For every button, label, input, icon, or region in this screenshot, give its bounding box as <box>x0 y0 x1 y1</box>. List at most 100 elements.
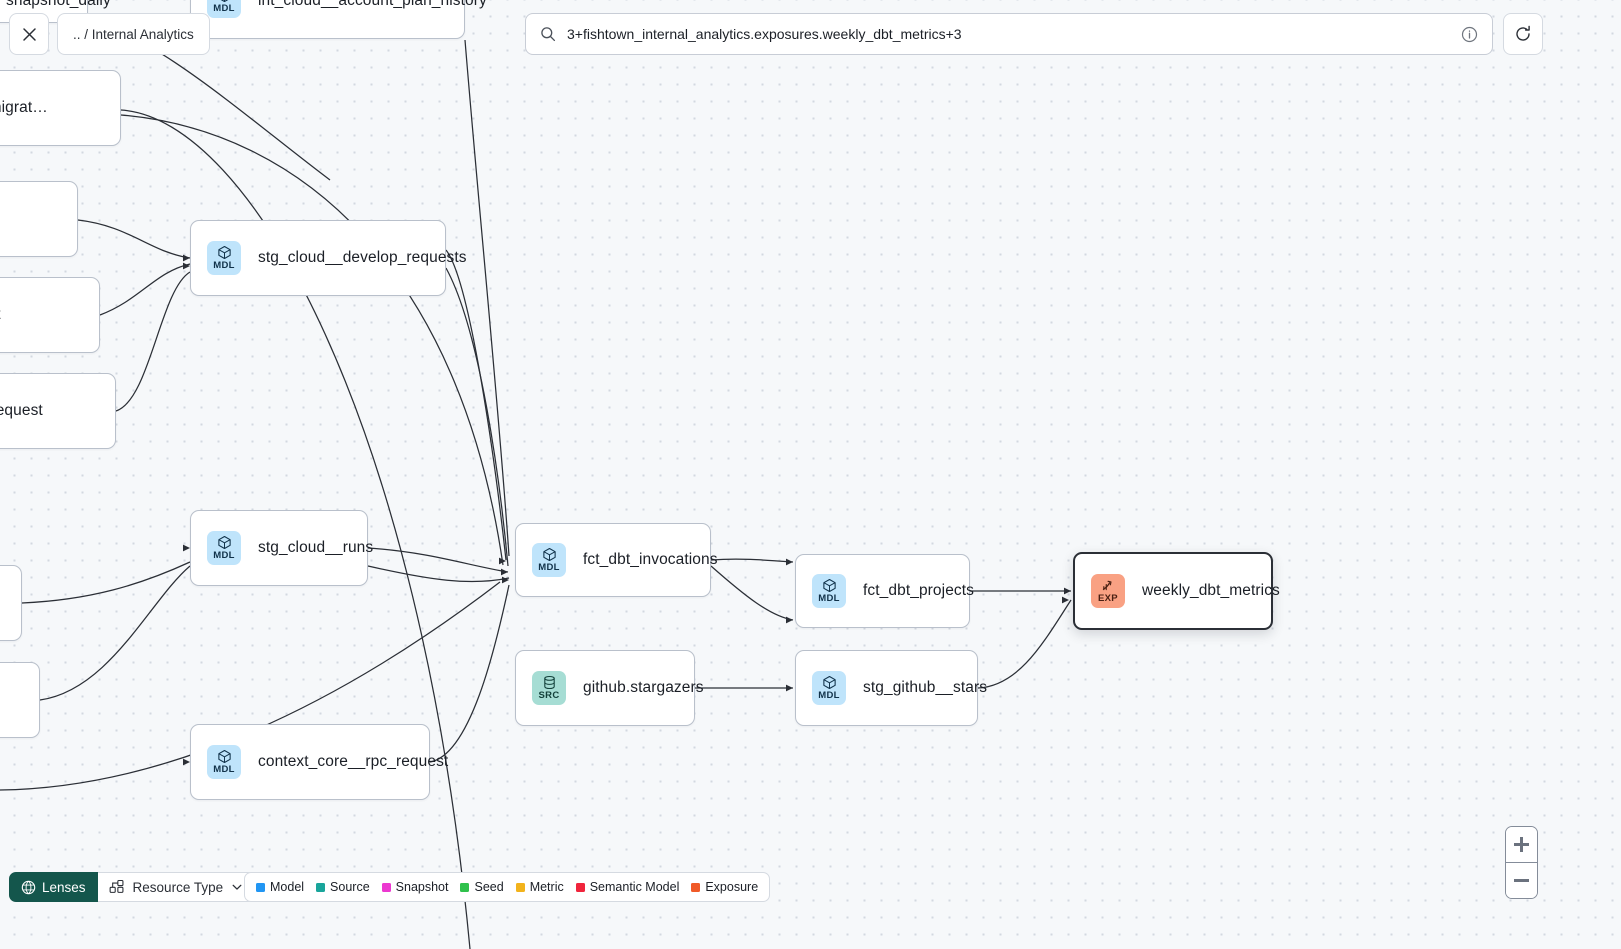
legend-swatch <box>575 882 585 892</box>
legend-item-metric[interactable]: Metric <box>515 880 564 894</box>
search-icon <box>541 27 556 42</box>
legend-label: Source <box>330 880 370 894</box>
legend-label: Snapshot <box>395 880 449 894</box>
edge-arrowhead <box>183 262 190 270</box>
graph-node-fct_dbt_projects[interactable]: MDL fct_dbt_projects <box>795 554 974 628</box>
legend-swatch <box>515 882 525 892</box>
close-button[interactable] <box>9 13 49 55</box>
zoom-controls <box>1505 826 1538 899</box>
mdl-badge-icon: MDL <box>812 671 846 705</box>
legend-swatch <box>316 882 326 892</box>
graph-node-label: velop_request <box>0 306 1 324</box>
lineage-search-bar <box>525 13 1493 55</box>
resource-type-icon <box>109 879 124 893</box>
lineage-edge <box>39 565 191 701</box>
edge-arrowhead <box>1062 596 1069 604</box>
graph-node-label: int_cloud__account_plan_history <box>258 0 487 9</box>
legend-swatch <box>460 882 470 892</box>
breadcrumb[interactable]: .. / Internal Analytics <box>57 13 210 55</box>
graph-node-label: fct_dbt_projects <box>863 582 975 599</box>
legend-item-snapshot[interactable]: Snapshot <box>381 880 449 894</box>
mdl-badge-icon: MDL <box>207 745 241 779</box>
graph-node-label: stg_cloud__runs <box>258 539 374 556</box>
lineage-edge <box>115 271 191 412</box>
legend-label: Seed <box>474 880 504 894</box>
lineage-edge <box>977 599 1072 689</box>
graph-node-_develop_request[interactable]: MDL_develop_request <box>0 373 116 449</box>
lineage-edge <box>367 547 509 573</box>
mdl-badge-icon: MDL <box>207 0 241 18</box>
lineage-edge <box>710 558 794 563</box>
legend-swatch <box>381 882 391 892</box>
mdl-badge-icon: MDL <box>207 241 241 275</box>
lineage-edge <box>21 561 191 604</box>
graph-node-label: context_core__rpc_request <box>258 753 449 770</box>
graph-node-label: snapshot_daily <box>6 0 111 9</box>
graph-node-run_partial[interactable]: MDL.run <box>0 662 40 738</box>
lenses-label: Lenses <box>42 879 86 895</box>
lineage-edge <box>445 267 509 567</box>
exp-badge-icon: EXP <box>1091 574 1125 608</box>
graph-node-fct_dbt_invocations[interactable]: MDL fct_dbt_invocations <box>515 523 718 597</box>
mdl-badge-icon: MDL <box>812 574 846 608</box>
edge-arrowhead <box>786 558 793 566</box>
graph-node-multicell_migrat[interactable]: MDLmulticell_migrat… <box>0 70 121 146</box>
resource-type-dropdown[interactable]: Resource Type <box>97 872 256 902</box>
graph-node-op_request[interactable]: MDLop_request <box>0 181 78 257</box>
graph-node-label: stg_cloud__develop_requests <box>258 249 467 266</box>
graph-node-label: weekly_dbt_metrics <box>1142 582 1280 599</box>
zoom-in-button[interactable] <box>1506 827 1537 862</box>
edge-arrowhead <box>786 684 793 692</box>
legend-item-source[interactable]: Source <box>316 880 370 894</box>
graph-node-int_cloud__account_plan_history[interactable]: MDL int_cloud__account_plan_history <box>190 0 487 39</box>
legend-label: Metric <box>529 880 564 894</box>
legend-item-exposure[interactable]: Exposure <box>691 880 758 894</box>
lineage-edge <box>445 249 507 561</box>
edge-arrowhead <box>1064 587 1071 595</box>
legend-swatch <box>256 882 265 892</box>
edge-arrowhead <box>183 254 190 262</box>
src-badge-icon: SRC <box>532 671 566 705</box>
edge-arrowhead <box>183 758 190 766</box>
edge-arrowhead <box>183 544 190 552</box>
resource-type-legend: Model Source Snapshot Seed Metric Semantic Mo… <box>244 872 771 902</box>
lens-icon <box>21 880 36 894</box>
resource-type-label: Resource Type <box>132 879 224 895</box>
graph-node-n_partial[interactable]: MDLn <box>0 565 22 641</box>
graph-node-label: _develop_request <box>0 402 43 419</box>
graph-node-github.stargazers[interactable]: SRC github.stargazers <box>515 650 704 726</box>
legend-swatch <box>691 882 701 892</box>
lineage-edge <box>77 219 191 259</box>
graph-node-stg_cloud__develop_requests[interactable]: MDL stg_cloud__develop_requests <box>190 220 467 296</box>
graph-node-context_core__rpc_request[interactable]: MDL context_core__rpc_request <box>190 724 448 800</box>
lenses-button[interactable]: Lenses <box>9 872 98 902</box>
lineage-edge <box>367 565 510 583</box>
edge-arrowhead <box>786 616 793 624</box>
refresh-icon <box>1516 25 1530 41</box>
legend-item-seed[interactable]: Seed <box>460 880 504 894</box>
info-icon[interactable] <box>1461 26 1478 43</box>
lineage-edge <box>464 39 510 557</box>
lineage-edge <box>120 114 504 566</box>
zoom-out-button[interactable] <box>1506 863 1537 898</box>
lineage-edge <box>710 565 794 621</box>
search-input[interactable] <box>567 26 1450 42</box>
legend-label: Semantic Model <box>589 880 680 894</box>
legend-label: Exposure <box>705 880 759 894</box>
graph-node-velop_request[interactable]: MDLvelop_request <box>0 277 100 353</box>
legend-item-semantic-model[interactable]: Semantic Model <box>575 880 680 894</box>
edge-arrowhead <box>502 576 509 584</box>
graph-node-weekly_dbt_metrics[interactable]: EXP weekly_dbt_metrics <box>1073 552 1280 630</box>
legend-item-model[interactable]: Model <box>256 880 304 894</box>
graph-node-label: github.stargazers <box>583 679 704 696</box>
edge-arrowhead <box>501 568 508 576</box>
graph-node-stg_github__stars[interactable]: MDL stg_github__stars <box>795 650 987 726</box>
refresh-button[interactable] <box>1503 13 1543 55</box>
graph-node-label: fct_dbt_invocations <box>583 551 718 568</box>
graph-node-label: stg_github__stars <box>863 679 988 696</box>
lineage-edge <box>429 584 510 763</box>
mdl-badge-icon: MDL <box>532 543 566 577</box>
bottom-toolbar: Lenses Resource Type <box>9 872 256 902</box>
